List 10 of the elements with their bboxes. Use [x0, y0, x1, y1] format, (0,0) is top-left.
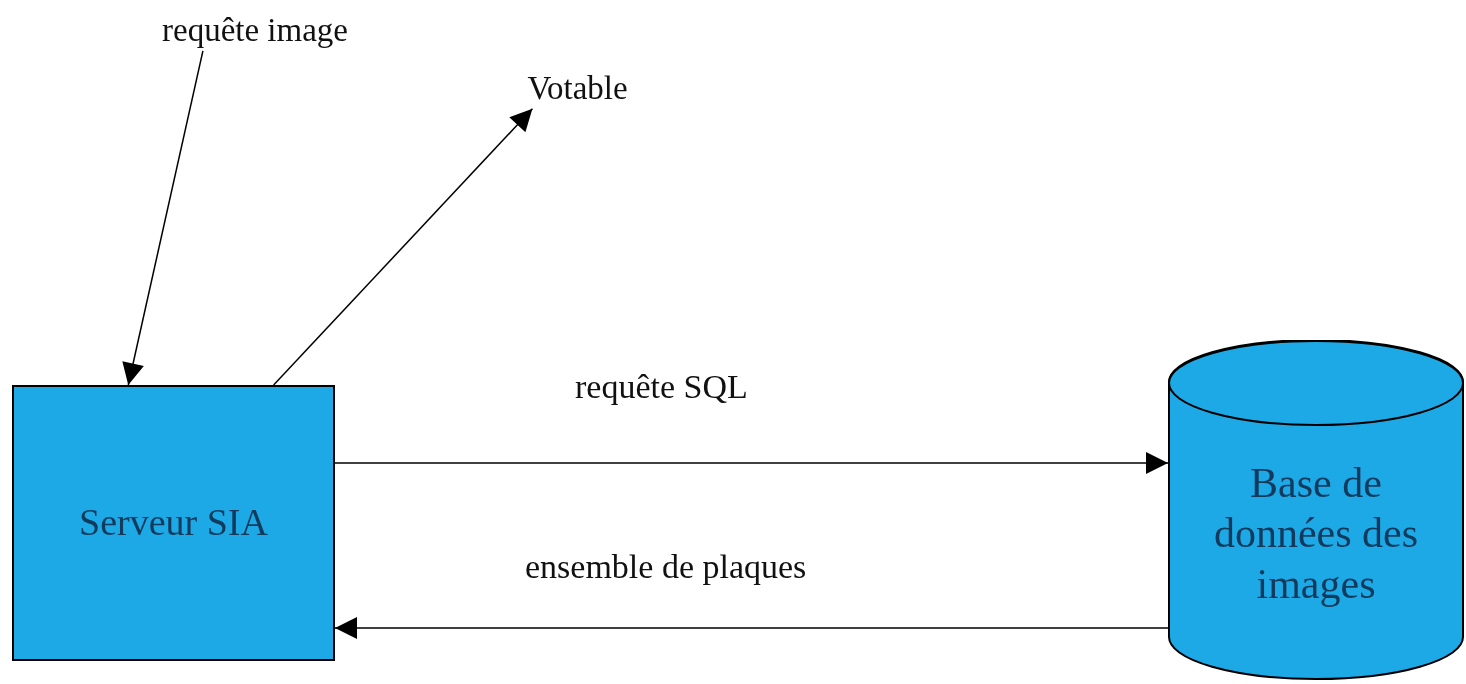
node-text: Base de données des images — [1212, 459, 1420, 609]
database-cylinder — [1168, 340, 1464, 680]
arrow — [122, 50, 204, 386]
server-box — [12, 385, 335, 661]
arrow — [272, 108, 534, 386]
arrow — [334, 617, 1169, 639]
flow-label: requête image — [162, 11, 348, 51]
flow-label: Votable — [527, 69, 628, 109]
node-text: Serveur SIA — [79, 500, 268, 546]
arrow — [334, 452, 1169, 474]
